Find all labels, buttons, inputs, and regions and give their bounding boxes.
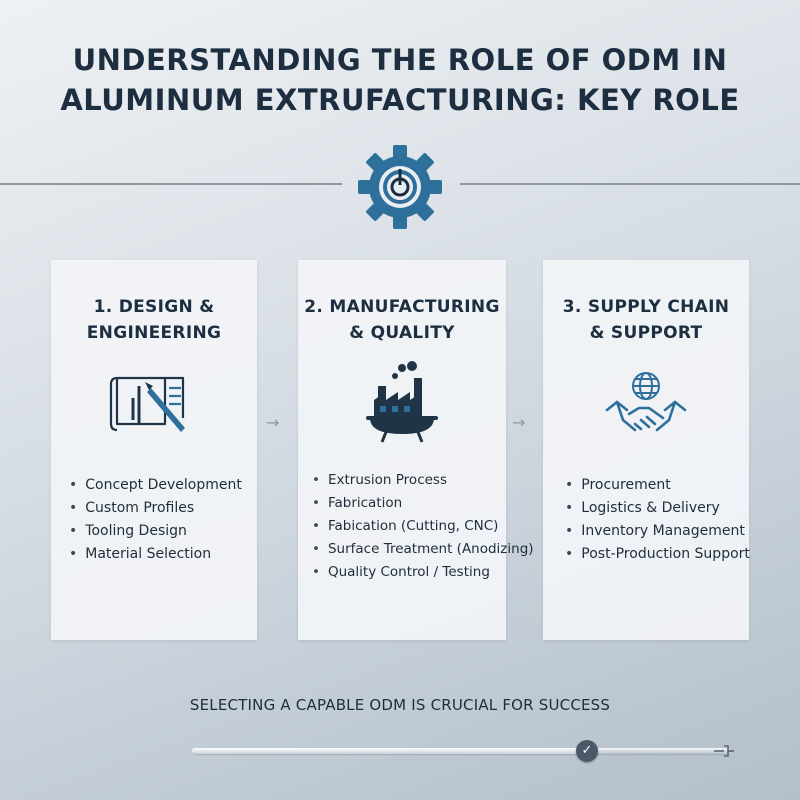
card-title-line-1: 2. MANUFACTURING — [304, 297, 500, 317]
header-divider-right — [460, 183, 800, 185]
page-title-line-1: UNDERSTANDING THE ROLE OF ODM IN — [72, 43, 728, 77]
factory-crucible-icon — [366, 361, 438, 443]
list-item: Fabication (Cutting, CNC) — [312, 515, 534, 538]
footer-tagline: SELECTING A CAPABLE ODM IS CRUCIAL FOR S… — [189, 696, 611, 714]
page-title-line-2: ALUMINUM EXTRUFACTURING: KEY ROLE — [60, 83, 740, 117]
card-design-engineering: 1. DESIGN & ENGINEERING Concept Developm… — [51, 260, 257, 640]
card-title: 3. SUPPLY CHAIN & SUPPORT — [543, 294, 749, 346]
list-item: Fabrication — [312, 492, 534, 515]
arrow-icon: → — [266, 413, 280, 432]
card-title-line-2: & QUALITY — [349, 323, 455, 343]
list-item: Tooling Design — [69, 520, 242, 543]
progress-bar — [192, 748, 730, 754]
list-item: Procurement — [565, 474, 750, 497]
list-item: Extrusion Process — [312, 469, 534, 492]
gear-icon — [358, 145, 442, 229]
card-manufacturing-quality: 2. MANUFACTURING & QUALITY Extrusion Pro… — [298, 260, 534, 640]
list-item: Surface Treatment (Anodizing) — [312, 538, 534, 561]
arrow-icon: → — [512, 413, 526, 432]
list-item: Inventory Management — [565, 520, 750, 543]
card-title-line-1: 1. DESIGN & — [93, 297, 215, 317]
card-title-line-2: & SUPPORT — [589, 323, 703, 343]
card-items: Concept Development Custom Profiles Tool… — [69, 474, 242, 566]
header-divider-left — [0, 183, 342, 185]
card-items: Procurement Logistics & Delivery Invento… — [565, 474, 750, 566]
check-icon: ✓ — [576, 740, 598, 762]
list-item: Concept Development — [69, 474, 242, 497]
list-item: Post-Production Support — [565, 543, 750, 566]
page-title: UNDERSTANDING THE ROLE OF ODM IN ALUMINU… — [0, 40, 800, 120]
globe-handshake-icon — [605, 372, 687, 432]
card-items: Extrusion Process Fabrication Fabication… — [312, 469, 534, 584]
card-title: 1. DESIGN & ENGINEERING — [51, 294, 257, 346]
card-title: 2. MANUFACTURING & QUALITY — [298, 294, 506, 346]
list-item: Quality Control / Testing — [312, 561, 534, 584]
connector-end-icon — [714, 745, 734, 757]
progress-fill — [192, 748, 585, 754]
card-supply-chain-support: 3. SUPPLY CHAIN & SUPPORT Procurement Lo… — [543, 260, 750, 640]
blueprint-tools-icon — [109, 376, 185, 432]
list-item: Material Selection — [69, 543, 242, 566]
card-title-line-2: ENGINEERING — [86, 323, 222, 343]
list-item: Custom Profiles — [69, 497, 242, 520]
list-item: Logistics & Delivery — [565, 497, 750, 520]
card-title-line-1: 3. SUPPLY CHAIN — [562, 297, 730, 317]
